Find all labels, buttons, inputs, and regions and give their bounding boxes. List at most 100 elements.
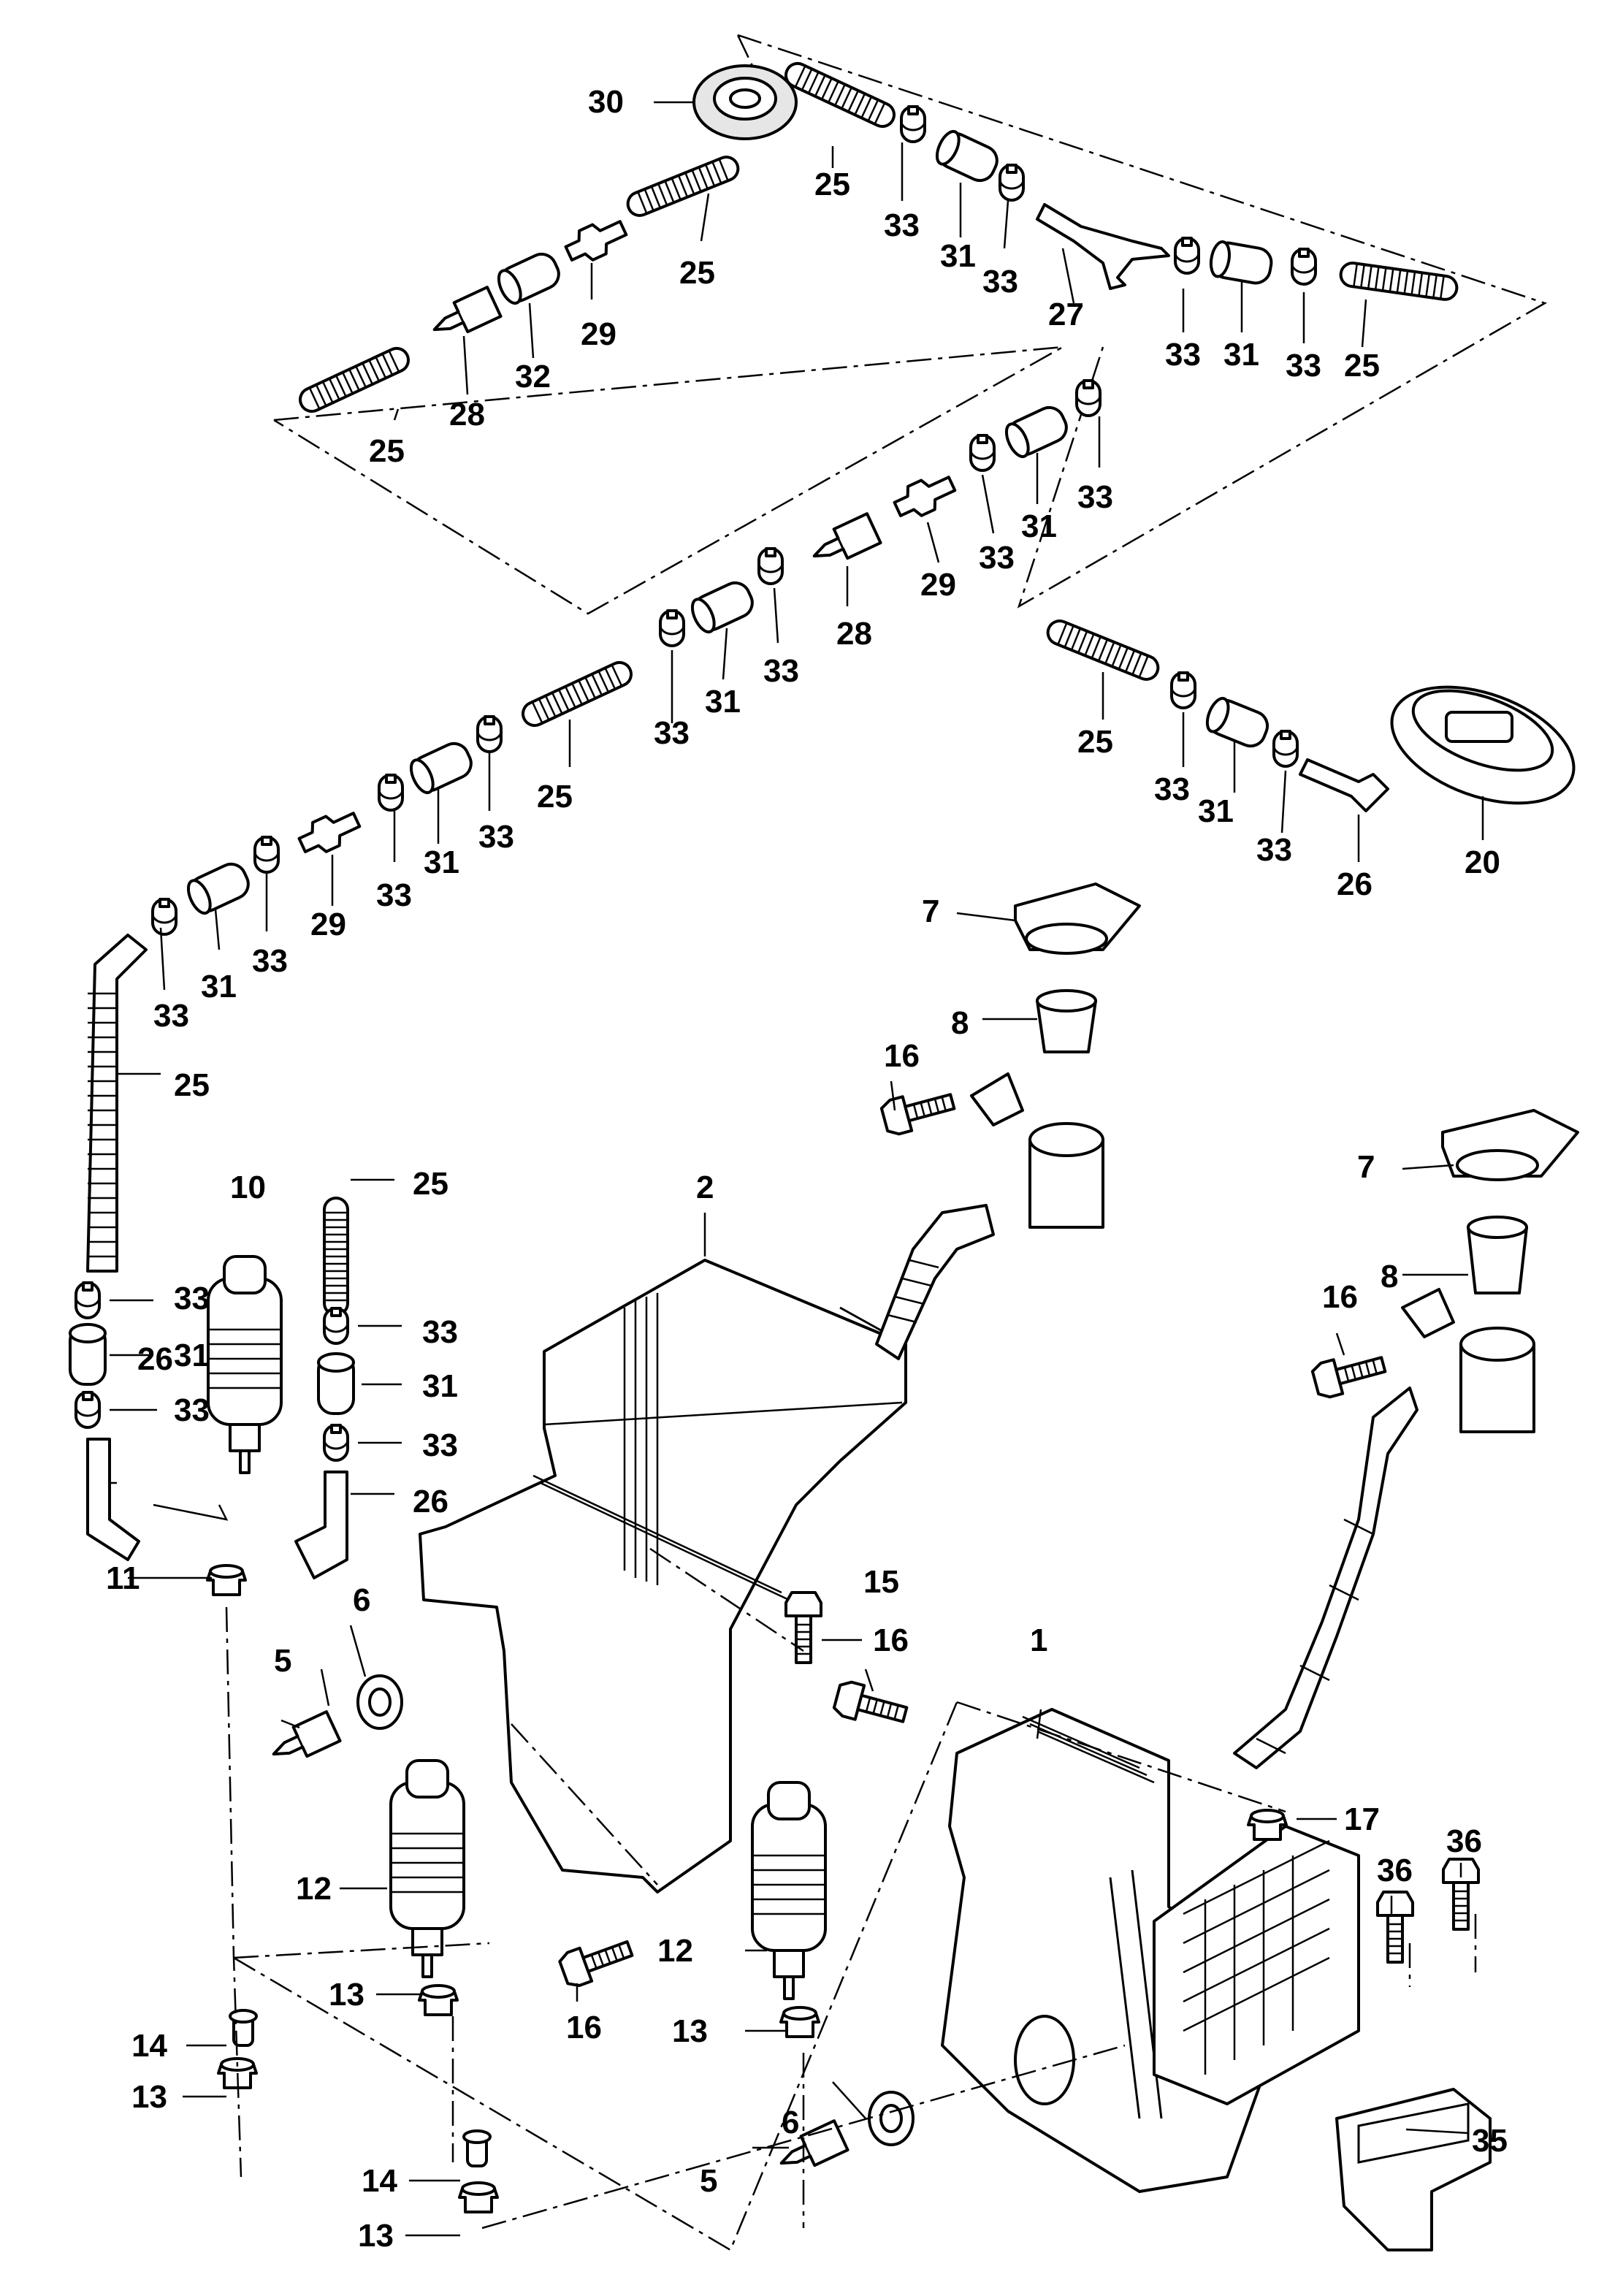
label-33: 33 (153, 998, 189, 1034)
label-25: 25 (174, 1067, 210, 1103)
label-33: 33 (422, 1314, 458, 1350)
connector-29-b (889, 468, 961, 525)
label-10: 10 (230, 1170, 266, 1205)
label-25: 25 (1344, 348, 1380, 384)
label-36: 36 (1446, 1823, 1482, 1859)
label-16: 16 (566, 2010, 602, 2045)
label-7: 7 (1357, 1149, 1375, 1185)
label-33: 33 (174, 1281, 210, 1316)
hose-25-top-3 (622, 152, 744, 221)
label-25: 25 (537, 779, 573, 815)
clamp-33-r (323, 1424, 349, 1462)
label-16: 16 (873, 1622, 909, 1658)
clamp-33-i (476, 715, 503, 753)
seal-6-right (868, 2091, 915, 2146)
seal-8-lower (1467, 1216, 1528, 1294)
label-33: 33 (422, 1427, 458, 1463)
filler-neck-2 (970, 1072, 1104, 1229)
bolt-16-upper (878, 1083, 958, 1138)
label-33: 33 (979, 540, 1015, 576)
label-33: 33 (478, 819, 514, 855)
hose-25-mid-1 (517, 657, 637, 731)
label-7: 7 (922, 893, 939, 929)
clamp-33-e (1075, 379, 1102, 417)
clamp-33-q (323, 1307, 349, 1345)
nozzle-28-a (426, 286, 503, 346)
label-12: 12 (296, 1871, 332, 1907)
grommet-30 (692, 64, 798, 140)
connector-29-a (560, 212, 632, 270)
label-13: 13 (131, 2079, 167, 2115)
label-8: 8 (1381, 1259, 1398, 1294)
nozzle-5-left (265, 1710, 342, 1771)
label-31: 31 (424, 844, 459, 880)
sleeve-31-c (1000, 401, 1073, 462)
pump-10 (207, 1255, 283, 1474)
bracket-35 (1335, 2088, 1492, 2251)
clamp-33-k (253, 836, 280, 874)
label-25: 25 (1077, 724, 1113, 760)
label-17: 17 (1344, 1801, 1380, 1837)
label-33: 33 (1165, 337, 1201, 373)
hose-25-top-2 (1337, 260, 1460, 302)
lower-dashed-outline (225, 1547, 1477, 2251)
callout-labels: 30 25 25 25 25 25 25 25 25 33 33 33 33 3… (106, 84, 1508, 2254)
clamp-33-f (969, 434, 996, 472)
label-31: 31 (1223, 337, 1259, 373)
pump-12-right (751, 1781, 827, 2000)
label-12: 12 (657, 1933, 693, 1969)
sleeve-32 (492, 248, 565, 308)
grommet-13-d (458, 2181, 499, 2213)
label-31: 31 (1021, 508, 1057, 544)
clamp-33-j (378, 774, 404, 812)
sleeve-31-d (686, 576, 759, 637)
label-1: 1 (1030, 1622, 1047, 1658)
grommet-13-b (779, 2006, 820, 2038)
plug-14-a (229, 2009, 258, 2047)
label-13: 13 (358, 2218, 394, 2254)
label-25: 25 (413, 1166, 448, 1202)
bolt-36-a (1376, 1891, 1414, 1964)
label-27: 27 (1048, 297, 1084, 332)
clamp-33-b (999, 164, 1025, 202)
elbow-26-right (1299, 758, 1389, 812)
label-26: 26 (137, 1341, 173, 1377)
hose-25-middle-vertical (323, 1197, 349, 1316)
seal-6-left (356, 1674, 403, 1730)
clamp-33-g (757, 547, 784, 585)
clamp-33-m (1170, 671, 1196, 709)
label-8: 8 (951, 1005, 969, 1041)
label-33: 33 (1286, 348, 1321, 384)
sleeve-31-e (405, 737, 478, 798)
label-33: 33 (1154, 771, 1190, 807)
label-6: 6 (353, 1582, 370, 1618)
pump-12-left (389, 1759, 465, 1978)
sleeve-31-h (69, 1323, 107, 1386)
bolt-16-bottom (556, 1930, 638, 1991)
clamp-33-l (151, 898, 177, 936)
hose-25-top-1 (780, 58, 900, 132)
label-28: 28 (836, 616, 872, 652)
sleeve-31-b (1207, 239, 1275, 287)
label-30: 30 (588, 84, 624, 120)
label-26: 26 (413, 1484, 448, 1519)
label-35: 35 (1472, 2123, 1508, 2159)
elbow-26-middle (294, 1471, 348, 1579)
tee-piece-27 (1036, 203, 1170, 290)
elbow-26-left (86, 1438, 140, 1561)
label-6: 6 (782, 2105, 799, 2140)
filler-neck-1 (1401, 1288, 1535, 1433)
label-25: 25 (369, 433, 405, 469)
reservoir-2 (419, 1259, 907, 1893)
label-33: 33 (252, 943, 288, 979)
label-25: 25 (814, 167, 850, 202)
filler-neck-tube-1 (1233, 1387, 1419, 1769)
label-31: 31 (1198, 793, 1234, 829)
pump-10-line (153, 1503, 229, 1521)
label-31: 31 (940, 238, 976, 274)
label-33: 33 (654, 715, 690, 751)
clamp-33-d (1291, 248, 1317, 286)
cap-7-lower (1441, 1109, 1579, 1181)
top-harness-dashed-outline (273, 34, 1548, 615)
